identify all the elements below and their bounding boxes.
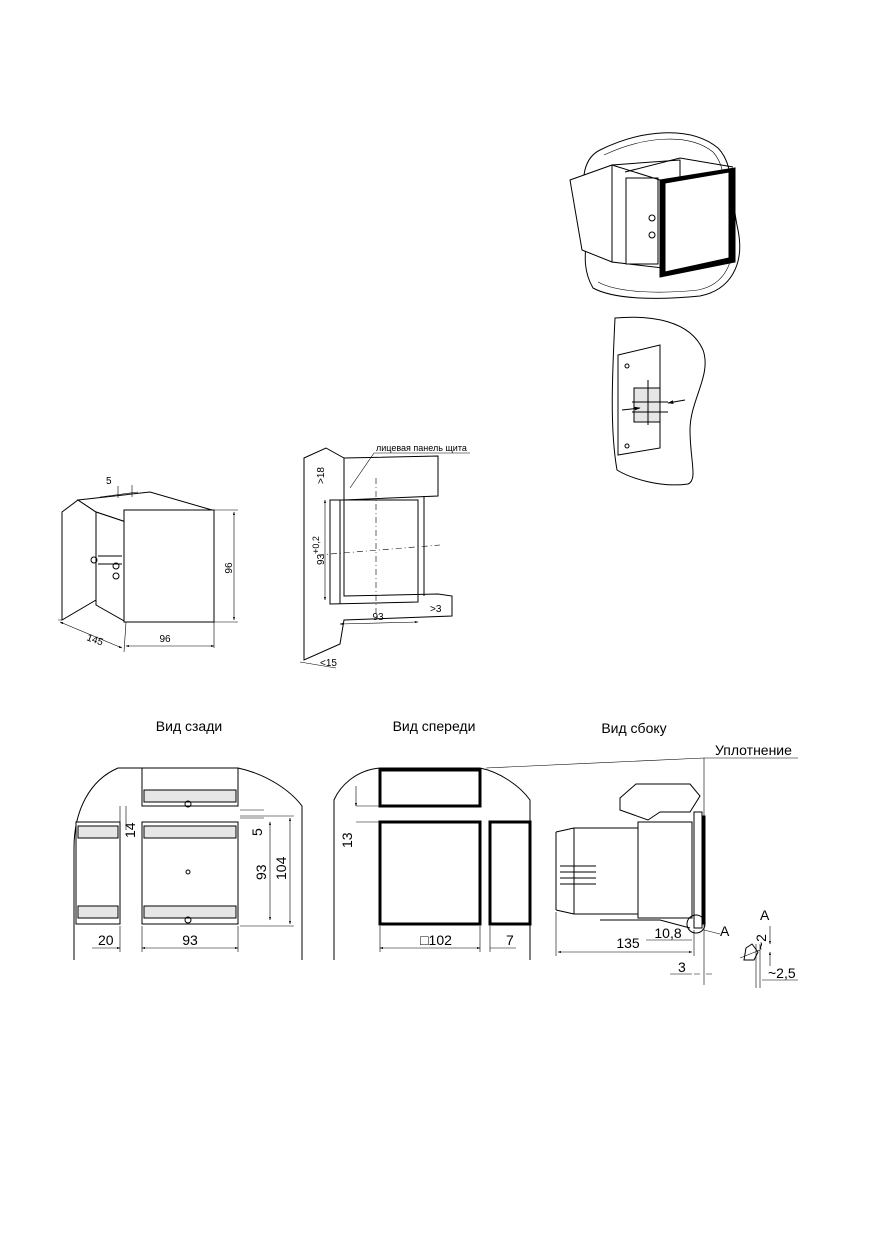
rear-view-drawing: 14 5 93 104 20 93 — [73, 767, 303, 960]
dim-side-margin: >3 — [430, 604, 442, 615]
dim-width: 93 — [182, 932, 198, 948]
detail-ref: A — [720, 923, 730, 939]
dim-offset: 5 — [249, 828, 265, 836]
dim-square: □102 — [420, 932, 452, 948]
dim-width: 96 — [159, 634, 171, 645]
side-view-title: Вид сбоку — [601, 720, 666, 736]
dim-pitch: 104 — [273, 856, 289, 880]
side-view-drawing: Уплотнение A 135 10,8 3 A ~2 ~2,5 — [485, 742, 798, 988]
dim-depth: 135 — [616, 935, 640, 951]
front-view-drawing: 13 □102 7 — [333, 767, 532, 960]
dim-gap-vertical: 14 — [122, 822, 138, 838]
detail-dim-h: ~2,5 — [768, 965, 796, 981]
dim-length: 145 — [85, 632, 105, 648]
panel-mount-illustration — [569, 132, 741, 299]
dim-cut-width: 93 — [372, 612, 384, 623]
dim-cut-height: 93+0,2 — [311, 536, 327, 565]
detail-title: A — [760, 907, 770, 923]
dim-height: 96 — [224, 562, 235, 574]
dim-top-margin: >18 — [316, 467, 327, 484]
dim-gap: 13 — [339, 832, 355, 848]
seal-label: Уплотнение — [715, 742, 792, 758]
clamp-detail-illustration — [611, 316, 706, 486]
rear-view-title: Вид сзади — [156, 718, 222, 734]
dim-gap-horizontal: 20 — [98, 932, 114, 948]
dim-panel: 3 — [678, 959, 686, 975]
dim-mount: 10,8 — [654, 925, 681, 941]
detail-dim-v: ~2 — [753, 934, 769, 950]
dim-cut: 93 — [253, 864, 269, 880]
front-view-title: Вид спереди — [393, 718, 476, 734]
dim-panel-thickness: <15 — [320, 658, 337, 669]
dim-depth-top: 5 — [106, 476, 112, 487]
dim-side-gap: 7 — [506, 932, 514, 948]
isometric-device-drawing: 5 96 145 96 — [58, 476, 238, 653]
panel-cutout-drawing: лицевая панель щита >18 93+0,2 93 >3 <15 — [299, 443, 470, 669]
panel-face-label: лицевая панель щита — [376, 443, 467, 453]
